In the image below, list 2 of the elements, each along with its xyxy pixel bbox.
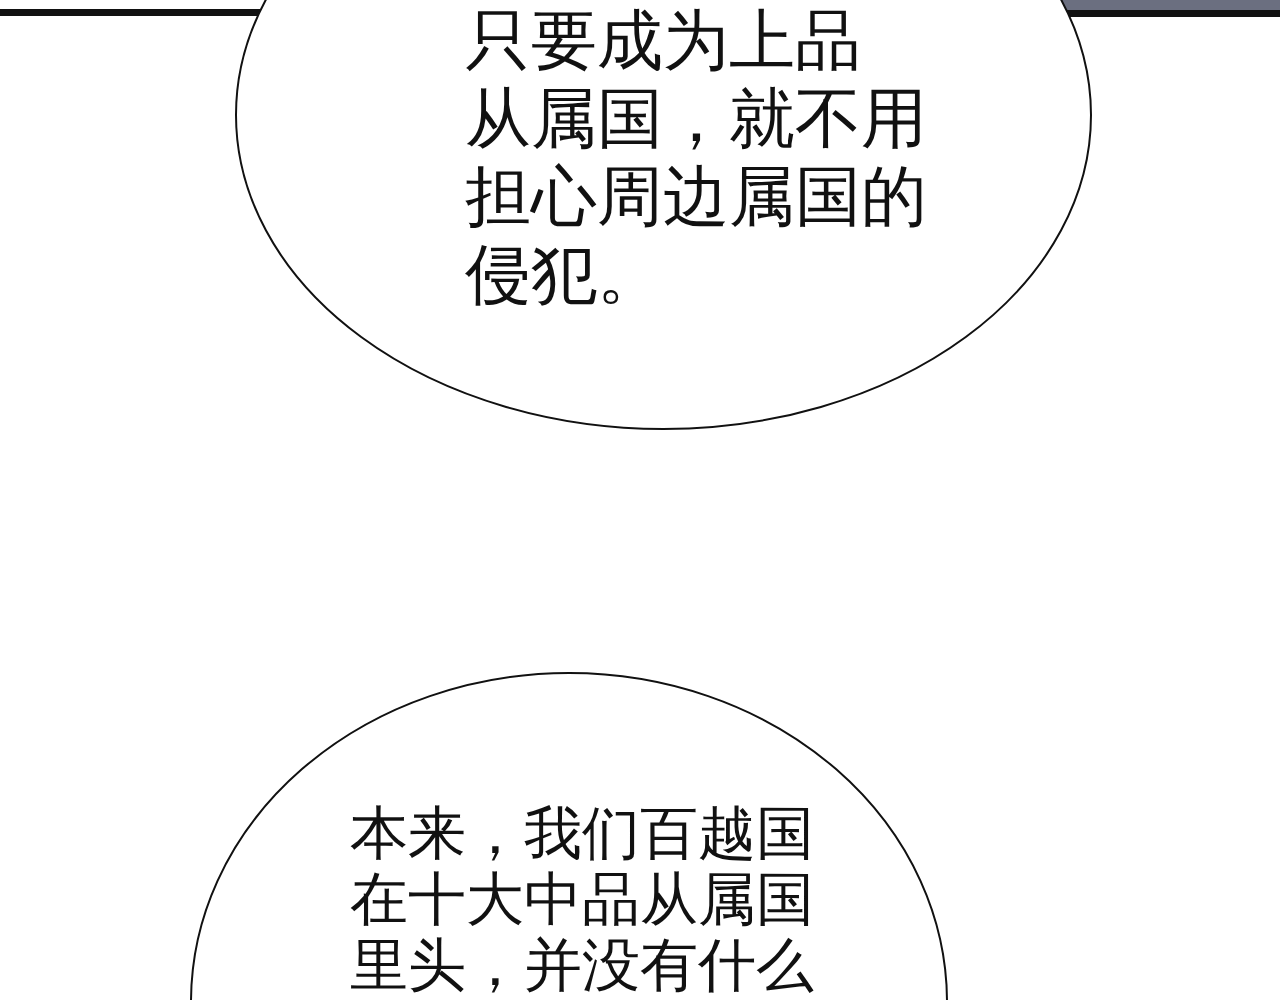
dialogue-text: 只要成为上品从属国，就不用担心周边属国的侵犯。 [465, 2, 927, 314]
dialogue-text: 本来，我们百越国在十大中品从属国里头，并没有什么 [350, 800, 814, 998]
